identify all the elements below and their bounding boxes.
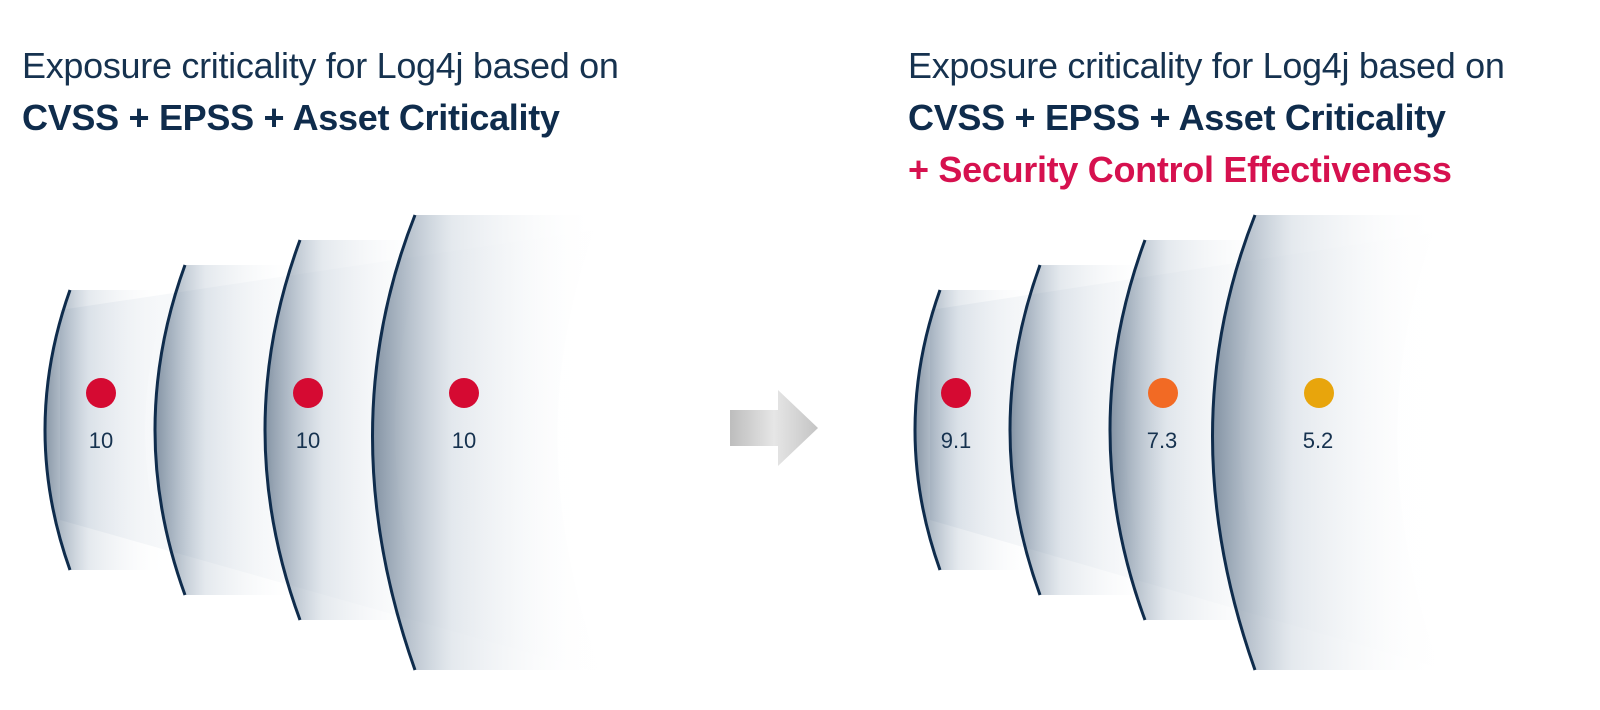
left-title: Exposure criticality for Log4j based on … [22,40,619,144]
left-title-line2: CVSS + EPSS + Asset Criticality [22,97,560,138]
left-score-label-3: 10 [452,428,476,453]
left-score-label-2: 10 [296,428,320,453]
left-wave-4 [371,214,600,671]
left-score-dot-2 [293,378,323,408]
right-score-dot-1 [941,378,971,408]
right-wave-4 [1211,214,1440,671]
right-wave-1 [913,289,1040,571]
right-score-label-3: 5.2 [1303,428,1334,453]
right-title-line3: + Security Control Effectiveness [908,149,1452,190]
left-wave-2 [153,264,300,596]
left-panel: Exposure criticality for Log4j based on … [0,0,700,710]
right-arrow-icon [730,390,818,466]
left-wave-1 [43,289,170,571]
left-score-dot-3 [449,378,479,408]
right-title-line2: CVSS + EPSS + Asset Criticality [908,97,1446,138]
left-score-dot-1 [86,378,116,408]
right-score-dot-3 [1304,378,1334,408]
right-title-line1: Exposure criticality for Log4j based on [908,45,1505,86]
left-title-line1: Exposure criticality for Log4j based on [22,45,619,86]
left-score-label-1: 10 [89,428,113,453]
left-wave-diagram: 10 10 10 [43,214,660,690]
right-score-dot-2 [1148,378,1178,408]
right-wave-diagram: 9.1 7.3 5.2 [913,214,1515,690]
right-score-label-1: 9.1 [941,428,972,453]
right-score-label-2: 7.3 [1147,428,1178,453]
right-panel: Exposure criticality for Log4j based on … [900,0,1600,710]
right-title: Exposure criticality for Log4j based on … [908,40,1505,196]
